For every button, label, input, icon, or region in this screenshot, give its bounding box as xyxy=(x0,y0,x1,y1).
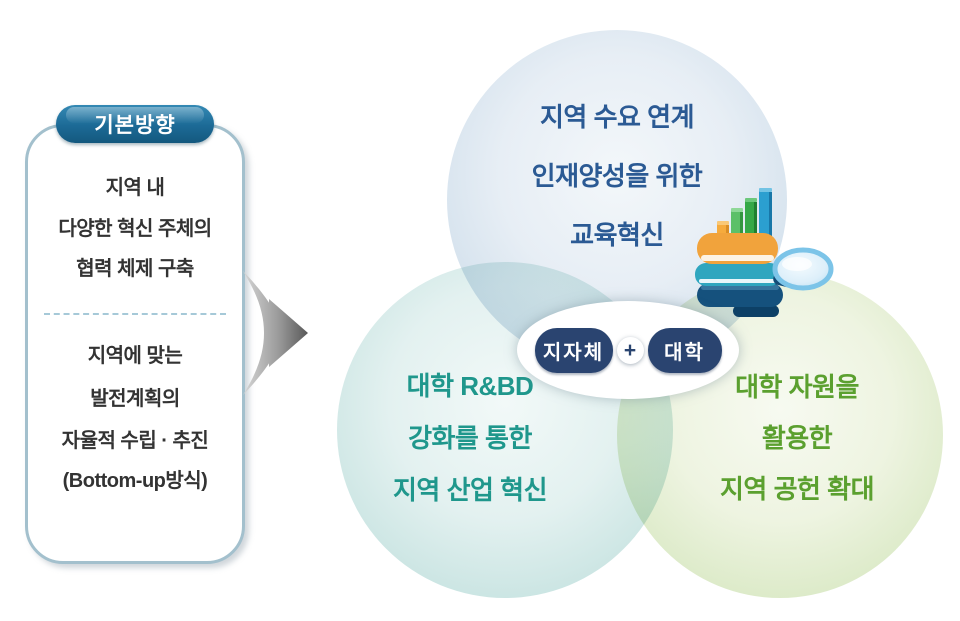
industry-innovation-label: 대학 R&BD 강화를 통한 지역 산업 혁신 xyxy=(393,371,547,505)
books-barchart-magnifier-icon xyxy=(695,188,834,317)
dashed-divider xyxy=(44,313,226,315)
panel-text-line: 다양한 혁신 주체의 xyxy=(58,218,212,240)
regional-contribution-label: 대학 자원을 활용한 지역 공헌 확대 xyxy=(720,372,874,504)
panel-title: 기본방향 xyxy=(94,114,176,137)
panel-text-line: 지역에 맞는 xyxy=(87,345,183,367)
book-stack-glyph xyxy=(695,233,783,317)
panel-text-line: 지역 내 xyxy=(105,177,165,199)
panel-text-line: 자율적 수립 · 추진 xyxy=(61,430,209,452)
local-government-pill: 지자체 xyxy=(534,327,613,373)
basic-direction-panel: 지역 내 다양한 혁신 주체의 협력 체제 구축 지역에 맞는 발전계획의 자율… xyxy=(25,124,245,564)
panel-text-line: 협력 체제 구축 xyxy=(76,258,194,280)
right-flow-arrow-icon xyxy=(243,271,308,395)
center-partnership-ellipse: 지자체 + 대학 xyxy=(517,301,739,399)
university-pill: 대학 xyxy=(647,327,722,373)
education-innovation-label: 지역 수요 연계 인재양성을 위한 교육혁신 xyxy=(531,102,703,250)
panel-text-line: 발전계획의 xyxy=(90,388,180,410)
magnifier-glyph xyxy=(772,247,834,291)
bar-chart-glyph xyxy=(717,188,772,241)
panel-text-line: (Bottom-up방식) xyxy=(62,470,208,492)
panel-title-badge: 기본방향 xyxy=(56,105,214,143)
plus-icon: + xyxy=(616,336,644,364)
